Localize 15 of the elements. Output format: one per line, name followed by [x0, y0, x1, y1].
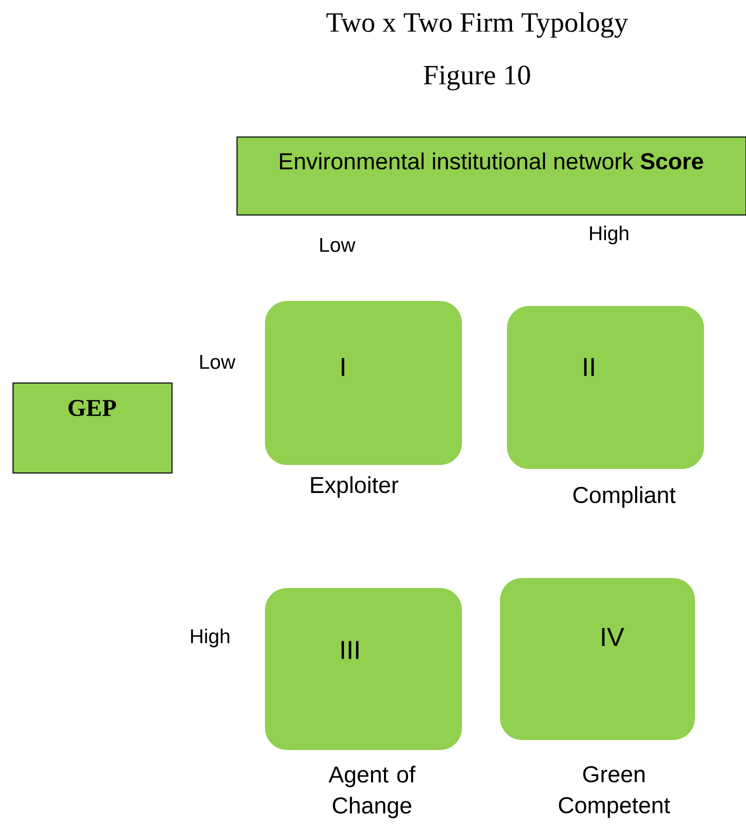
quadrant-caption: Agent of Change — [328, 766, 416, 818]
figure-caption: Figure 10 — [424, 66, 530, 90]
quadrant-box: II — [507, 306, 704, 469]
label-box: GEP — [12, 382, 172, 474]
header-box: Environmental institutional network Score — [236, 136, 746, 216]
quadrant-caption: Green Competent — [558, 766, 670, 818]
title: Two x Two Firm Typology — [326, 12, 628, 38]
quadrant-caption: Compliant — [573, 486, 676, 508]
quadrant-box: IV — [500, 578, 695, 740]
axis-label: High — [191, 628, 230, 648]
quadrant-box: III — [265, 588, 462, 750]
quadrant-caption: Exploiter — [311, 476, 398, 498]
axis-label: Low — [320, 238, 356, 252]
quadrant-box: I — [265, 301, 462, 465]
axis-label: Low — [200, 355, 236, 369]
